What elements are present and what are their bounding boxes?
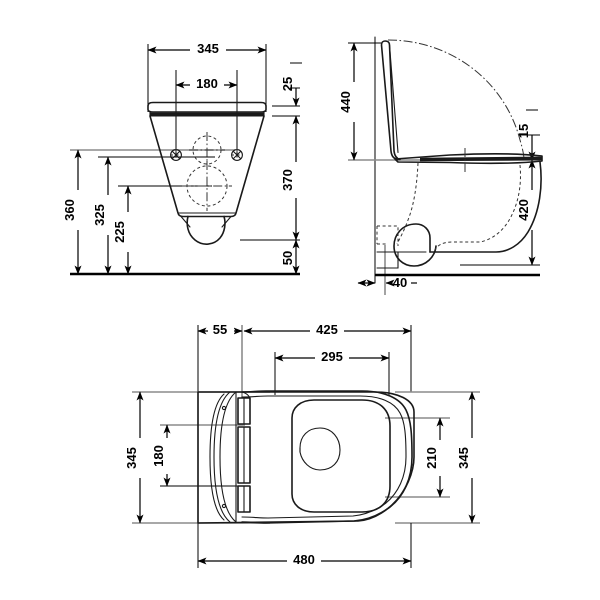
dimension-440-lid-height: 440 <box>338 42 362 161</box>
wc-rim-detail-plan <box>299 427 341 471</box>
dimension-label-25-seat-thickness: 25 <box>280 77 295 91</box>
dimension-label-15-seat-thickness: 15 <box>516 124 531 138</box>
dimension-180-fixing-holes: 180 <box>175 75 238 91</box>
dimension-225-left: 225 <box>112 185 136 275</box>
dimension-295-bowl-opening-length: 295 <box>274 349 390 364</box>
dimension-label-50-outlet-offset: 50 <box>280 251 295 265</box>
dimension-label-180-hinge-spacing: 180 <box>151 445 166 467</box>
dimension-label-370-bowl-height: 370 <box>280 169 295 191</box>
dimension-label-440-lid-height: 440 <box>338 91 353 113</box>
dimension-50-outlet-offset: 50 <box>280 239 300 275</box>
wc-lid-raised <box>380 40 401 161</box>
wc-plan-body <box>197 391 415 524</box>
dimension-325-left: 325 <box>92 156 116 275</box>
wc-seat-side <box>394 152 543 165</box>
dimension-label-420-projection-height: 420 <box>516 199 531 221</box>
dimension-label-345-plan-right: 345 <box>456 447 471 469</box>
side-hidden-internals <box>376 162 521 253</box>
front-elevation-view: 345 180 25 370 50 <box>62 40 304 276</box>
fixing-hole-right <box>231 149 243 161</box>
dimension-label-225-left: 225 <box>112 221 127 243</box>
wc-hinge-blocks <box>235 391 251 523</box>
dimension-210-bowl-opening-width: 210 <box>424 417 448 498</box>
wc-bowl-opening-plan <box>291 399 391 513</box>
dimension-360-left: 360 <box>62 149 86 275</box>
dimension-420-projection-height: 420 <box>516 159 540 266</box>
dimension-370-bowl-height: 370 <box>280 115 304 241</box>
side-mounting-bracket <box>376 245 427 295</box>
dimension-label-480-overall-length: 480 <box>293 552 315 567</box>
wc-seat-plan-outline <box>241 390 413 524</box>
dimension-345-plan-right: 345 <box>456 391 480 524</box>
dimension-label-295-bowl-opening-length: 295 <box>321 349 343 364</box>
wc-bowl-side <box>393 161 542 267</box>
dimension-25-seat-thickness: 25 <box>280 62 302 107</box>
side-elevation-view: 440 15 420 40 <box>338 36 543 295</box>
dimension-label-360-left: 360 <box>62 199 77 221</box>
flush-connection-circle <box>189 132 225 168</box>
plan-view: 55 425 295 345 <box>124 322 480 568</box>
dimension-55-hinge-offset: 55 <box>197 322 243 337</box>
dimension-345-front-width: 345 <box>147 40 267 56</box>
dimension-label-40-wall-gap: 40 <box>393 275 407 290</box>
dimension-label-345-plan-left: 345 <box>124 447 139 469</box>
dimension-180-hinge-spacing: 180 <box>151 424 175 487</box>
fixing-hole-left <box>170 149 182 161</box>
dimension-425-seat-length: 425 <box>243 322 412 337</box>
dimension-label-210-bowl-opening-width: 210 <box>424 447 439 469</box>
dimension-40-wall-gap: 40 <box>357 275 417 290</box>
lid-open-swing-arc <box>387 39 525 161</box>
dimension-label-180-fixing-holes: 180 <box>196 76 218 91</box>
plan-extension-lines <box>132 325 480 568</box>
dimension-345-plan-left: 345 <box>124 391 148 524</box>
dimension-480-overall-length: 480 <box>197 552 412 567</box>
dimension-label-425-seat-length: 425 <box>316 322 338 337</box>
wc-lid-hinge-plan <box>209 391 237 523</box>
dimension-label-55-hinge-offset: 55 <box>213 322 227 337</box>
wc-front-body <box>147 101 267 245</box>
dimension-label-345-front-width: 345 <box>197 41 219 56</box>
dimension-label-325-left: 325 <box>92 204 107 226</box>
outlet-circle <box>182 161 232 211</box>
